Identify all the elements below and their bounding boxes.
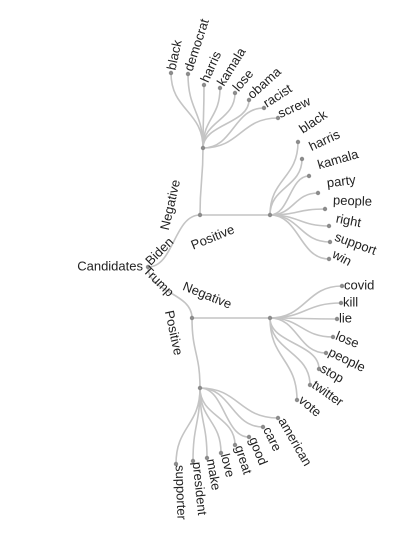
node-biden-negative-democrat <box>185 71 191 77</box>
node-biden-positive-win <box>326 256 332 262</box>
label-trump: Trump <box>140 263 177 300</box>
node-trump-positive-president <box>190 458 196 464</box>
link-biden-positive-win <box>269 214 330 260</box>
node-trump-positive-care <box>260 424 266 430</box>
node-trump-positive-supporter <box>173 461 179 467</box>
node-biden-negative-obama <box>246 97 252 103</box>
node-biden-positive-people <box>322 206 328 212</box>
node-biden-positive-party <box>315 190 321 196</box>
link-trump-positive-american <box>199 387 279 419</box>
link-trump-negative-vote <box>269 317 298 401</box>
node-biden-positive-black <box>295 139 301 145</box>
root-label: Candidates <box>77 258 143 273</box>
link-biden-negative-obama <box>202 99 250 149</box>
word-trump-positive-love: love <box>218 452 238 479</box>
node-trump-negative-lie <box>334 316 340 322</box>
node-biden-negative-racist <box>261 105 267 111</box>
node-trump <box>189 315 195 321</box>
node-trump-negative-twitter <box>307 382 313 388</box>
word-trump-negative-covid: covid <box>344 277 374 292</box>
node-biden-positive <box>267 212 273 218</box>
word-trump-negative-lie: lie <box>339 310 352 325</box>
link-biden-positive-kamala <box>269 175 310 216</box>
link-trump-negative-covid <box>269 285 343 319</box>
node-biden-negative-screw <box>275 115 281 121</box>
node-biden-negative-harris <box>201 82 207 88</box>
link-trump-positive-care <box>199 387 264 428</box>
node-trump-positive-american <box>275 415 281 421</box>
link-biden-negative-screw <box>202 117 279 149</box>
node-biden-negative-black <box>168 70 174 76</box>
node-biden <box>197 212 203 218</box>
node-biden-positive-right <box>326 223 332 229</box>
link-biden-negative-democrat <box>187 73 204 149</box>
link-biden-positive-harris <box>269 158 303 216</box>
node-trump-positive-love <box>218 450 224 456</box>
tree-links <box>147 72 343 465</box>
link-trump-positive-supporter <box>175 387 201 465</box>
word-biden-positive-people: people <box>333 192 373 208</box>
root-node <box>145 264 151 270</box>
link-trump-negative-twitter <box>269 317 311 386</box>
node-trump-negative-vote <box>294 397 300 403</box>
word-biden-positive-kamala: kamala <box>316 146 361 172</box>
link-trump-positive <box>191 317 201 389</box>
node-biden-positive-support <box>327 239 333 245</box>
link-biden-negative-black <box>170 72 204 149</box>
link-trump-positive-make <box>199 387 208 459</box>
node-trump-negative-kill <box>338 300 344 306</box>
label-trump-positive: Positive <box>162 309 186 357</box>
label-biden-positive: Positive <box>189 222 237 253</box>
node-biden-negative-lose <box>232 90 238 96</box>
label-biden-negative: Negative <box>157 178 183 231</box>
link-biden-negative-racist <box>202 107 265 149</box>
node-trump-positive-great <box>232 442 238 448</box>
node-trump-negative-people <box>323 350 329 356</box>
node-trump-negative <box>267 315 273 321</box>
link-trump-negative-people <box>269 317 327 354</box>
word-biden-negative-black: black <box>164 38 185 71</box>
node-trump-positive <box>197 385 203 391</box>
link-biden-negative <box>199 147 204 216</box>
node-trump-positive-good <box>246 434 252 440</box>
node-trump-positive-make <box>204 455 210 461</box>
tree-nodes <box>145 70 345 467</box>
link-root-trump <box>147 266 193 319</box>
word-trump-positive-president: president <box>190 461 211 516</box>
link-trump-negative-kill <box>269 302 342 319</box>
node-biden-negative <box>200 145 206 151</box>
link-trump-negative-stop <box>269 317 320 370</box>
word-trump-negative-kill: kill <box>343 294 358 309</box>
node-trump-negative-lose <box>330 334 336 340</box>
node-biden-positive-kamala <box>306 173 312 179</box>
word-trump-positive-make: make <box>204 458 224 492</box>
word-biden-positive-right: right <box>335 211 363 231</box>
link-root-biden <box>147 214 201 268</box>
node-trump-negative-covid <box>339 283 345 289</box>
node-biden-positive-harris <box>299 156 305 162</box>
link-trump-positive-good <box>199 387 250 438</box>
node-biden-negative-kamala <box>217 85 223 91</box>
word-trump-positive-supporter: supporter <box>173 465 190 521</box>
word-biden-positive-party: party <box>326 172 357 190</box>
node-trump-negative-stop <box>316 366 322 372</box>
